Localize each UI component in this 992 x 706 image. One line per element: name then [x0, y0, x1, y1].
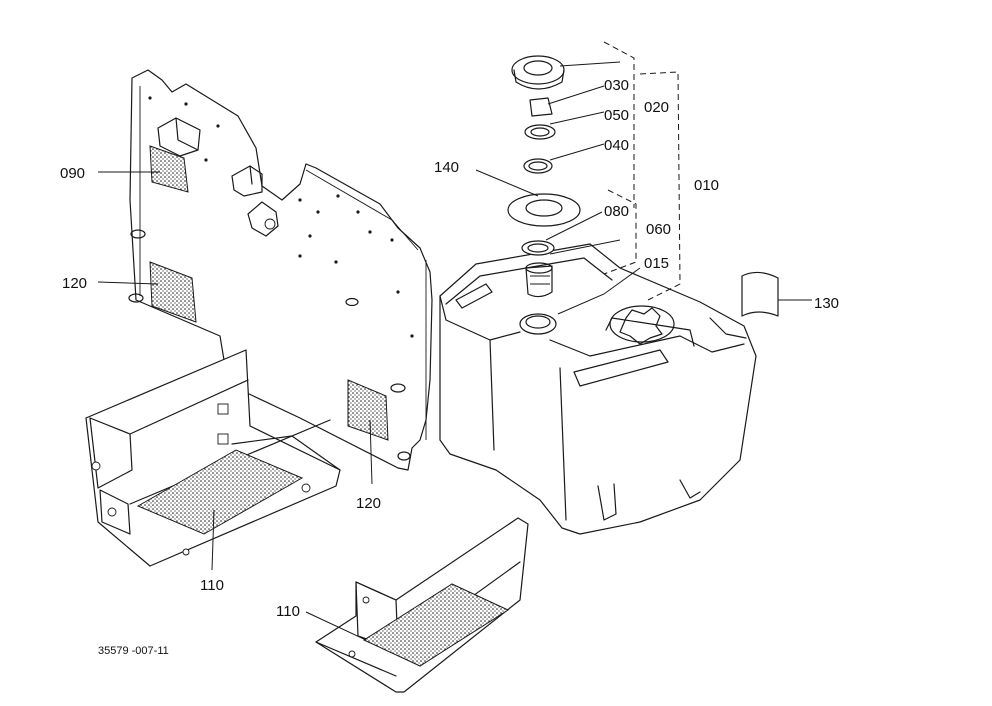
filler-neck [519, 313, 557, 335]
part-040-ring [524, 124, 556, 140]
lower-bracket-part [85, 349, 341, 567]
part-130 [741, 271, 779, 317]
cap-030 [511, 55, 565, 90]
label-110-left: 110 [200, 577, 224, 594]
side-panel-part [128, 69, 433, 471]
label-140: 140 [434, 159, 459, 176]
pad-110-left [136, 449, 304, 535]
leader-lines [97, 61, 812, 641]
label-120-lower: 120 [356, 495, 381, 512]
flange-140 [507, 193, 581, 227]
label-010: 010 [694, 177, 719, 194]
label-015: 015 [644, 255, 669, 272]
gauge-cap [609, 305, 675, 343]
pad-120-upper [149, 261, 197, 323]
part-labels: 030 020 050 040 140 010 080 060 015 130 … [60, 77, 839, 657]
pad-110-bottom [362, 583, 510, 667]
panel-holes [148, 96, 414, 338]
panel-studs [128, 229, 411, 461]
label-080: 080 [604, 203, 629, 220]
part-040b-ring [523, 158, 553, 174]
pad-090 [149, 145, 189, 193]
part-050 [529, 97, 553, 117]
label-130: 130 [814, 295, 839, 312]
group-brackets [603, 41, 681, 301]
pad-120-lower [347, 379, 389, 441]
label-030: 030 [604, 77, 629, 94]
label-040: 040 [604, 137, 629, 154]
label-050: 050 [604, 107, 629, 124]
label-090: 090 [60, 165, 85, 182]
label-060: 060 [646, 221, 671, 238]
ring-080 [521, 240, 555, 256]
drawing-code: 35579 -007-11 [98, 645, 169, 657]
label-110-bottom: 110 [276, 603, 300, 620]
fuel-tank-part [439, 243, 757, 535]
label-020: 020 [644, 99, 669, 116]
label-120-upper: 120 [62, 275, 87, 292]
strainer-060 [525, 262, 553, 298]
bottom-bracket-part [315, 517, 529, 693]
